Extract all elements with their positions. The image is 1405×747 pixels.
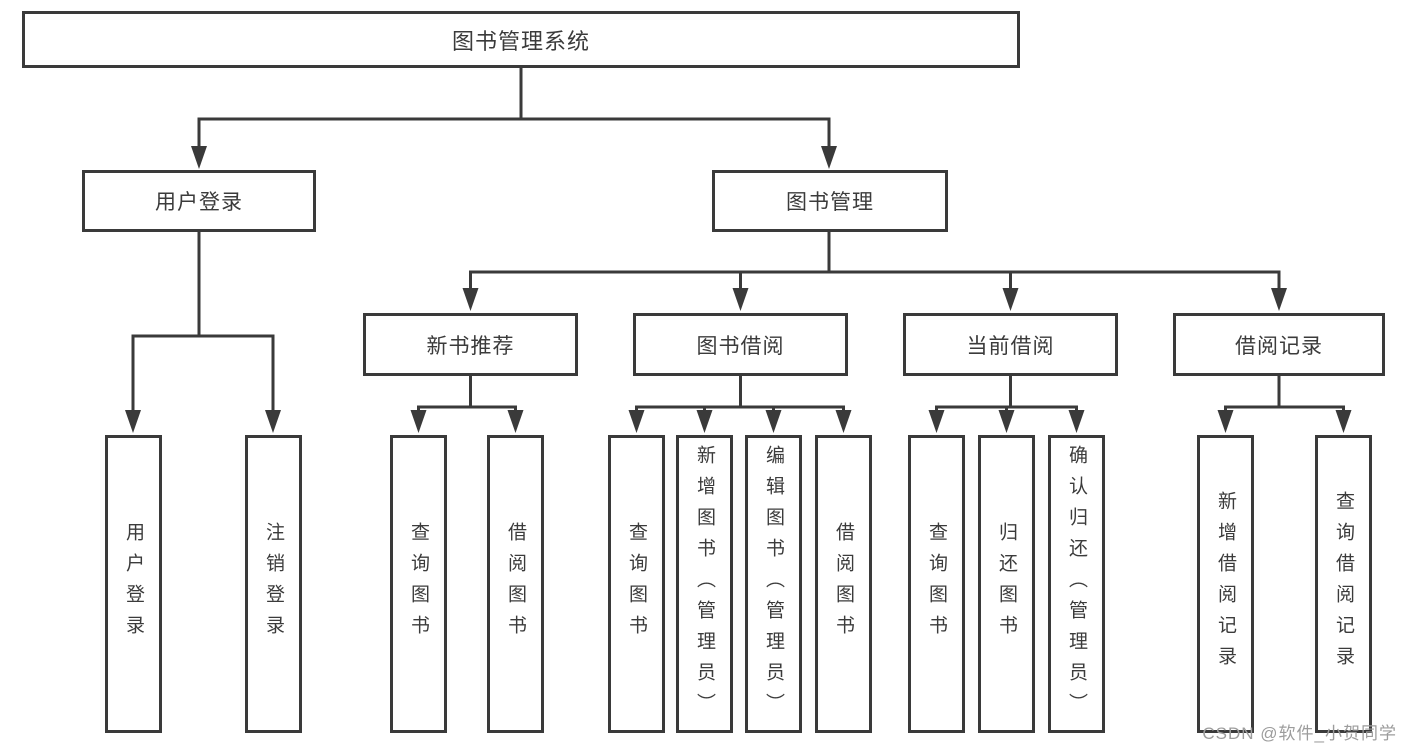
arrowhead-icons	[125, 146, 1352, 433]
leaf-edit-book-admin: 编辑图书（管理员）	[745, 435, 802, 733]
leaf-return-books: 归还图书	[978, 435, 1035, 733]
leaf-user-login: 用户登录	[105, 435, 162, 733]
node-current-borrowing: 当前借阅	[903, 313, 1118, 376]
node-label: 查询借阅记录	[1333, 491, 1354, 677]
leaf-query-books-current: 查询图书	[908, 435, 965, 733]
node-label: 归还图书	[996, 522, 1017, 646]
node-label: 当前借阅	[966, 334, 1055, 358]
node-book-borrowing: 图书借阅	[633, 313, 848, 376]
node-label: 查询图书	[626, 522, 647, 646]
node-label: 借阅图书	[833, 522, 854, 646]
node-label: 查询图书	[926, 522, 947, 646]
node-label: 借阅记录	[1235, 334, 1323, 358]
csdn-watermark: CSDN @软件_小贺同学	[1202, 724, 1397, 743]
node-label: 用户登录	[123, 522, 144, 646]
node-label: 新增图书（管理员）	[694, 444, 715, 724]
leaf-query-books-recommend: 查询图书	[390, 435, 447, 733]
leaf-query-books-borrowing: 查询图书	[608, 435, 665, 733]
node-label: 用户登录	[155, 191, 243, 214]
leaf-query-borrow-record: 查询借阅记录	[1315, 435, 1372, 733]
node-label: 新增借阅记录	[1215, 491, 1236, 677]
node-label: 图书管理系统	[451, 28, 590, 54]
node-new-book-recommendation: 新书推荐	[363, 313, 578, 376]
node-label: 图书借阅	[696, 334, 785, 358]
node-label: 借阅图书	[505, 522, 526, 646]
node-label: 编辑图书（管理员）	[763, 444, 784, 724]
node-label: 查询图书	[408, 522, 429, 646]
node-label: 图书管理	[786, 191, 874, 214]
node-label: 新书推荐	[426, 334, 515, 358]
leaf-confirm-return-admin: 确认归还（管理员）	[1048, 435, 1105, 733]
node-library-management-system: 图书管理系统	[22, 11, 1020, 68]
leaf-logout: 注销登录	[245, 435, 302, 733]
node-user-login-module: 用户登录	[82, 170, 316, 232]
node-borrowing-records: 借阅记录	[1173, 313, 1385, 376]
leaf-borrow-books-recommend: 借阅图书	[487, 435, 544, 733]
node-label: 确认归还（管理员）	[1066, 444, 1087, 724]
node-book-management-module: 图书管理	[712, 170, 948, 232]
leaf-add-book-admin: 新增图书（管理员）	[676, 435, 733, 733]
node-label: 注销登录	[263, 522, 284, 646]
leaf-add-borrow-record: 新增借阅记录	[1197, 435, 1254, 733]
leaf-borrow-books: 借阅图书	[815, 435, 872, 733]
